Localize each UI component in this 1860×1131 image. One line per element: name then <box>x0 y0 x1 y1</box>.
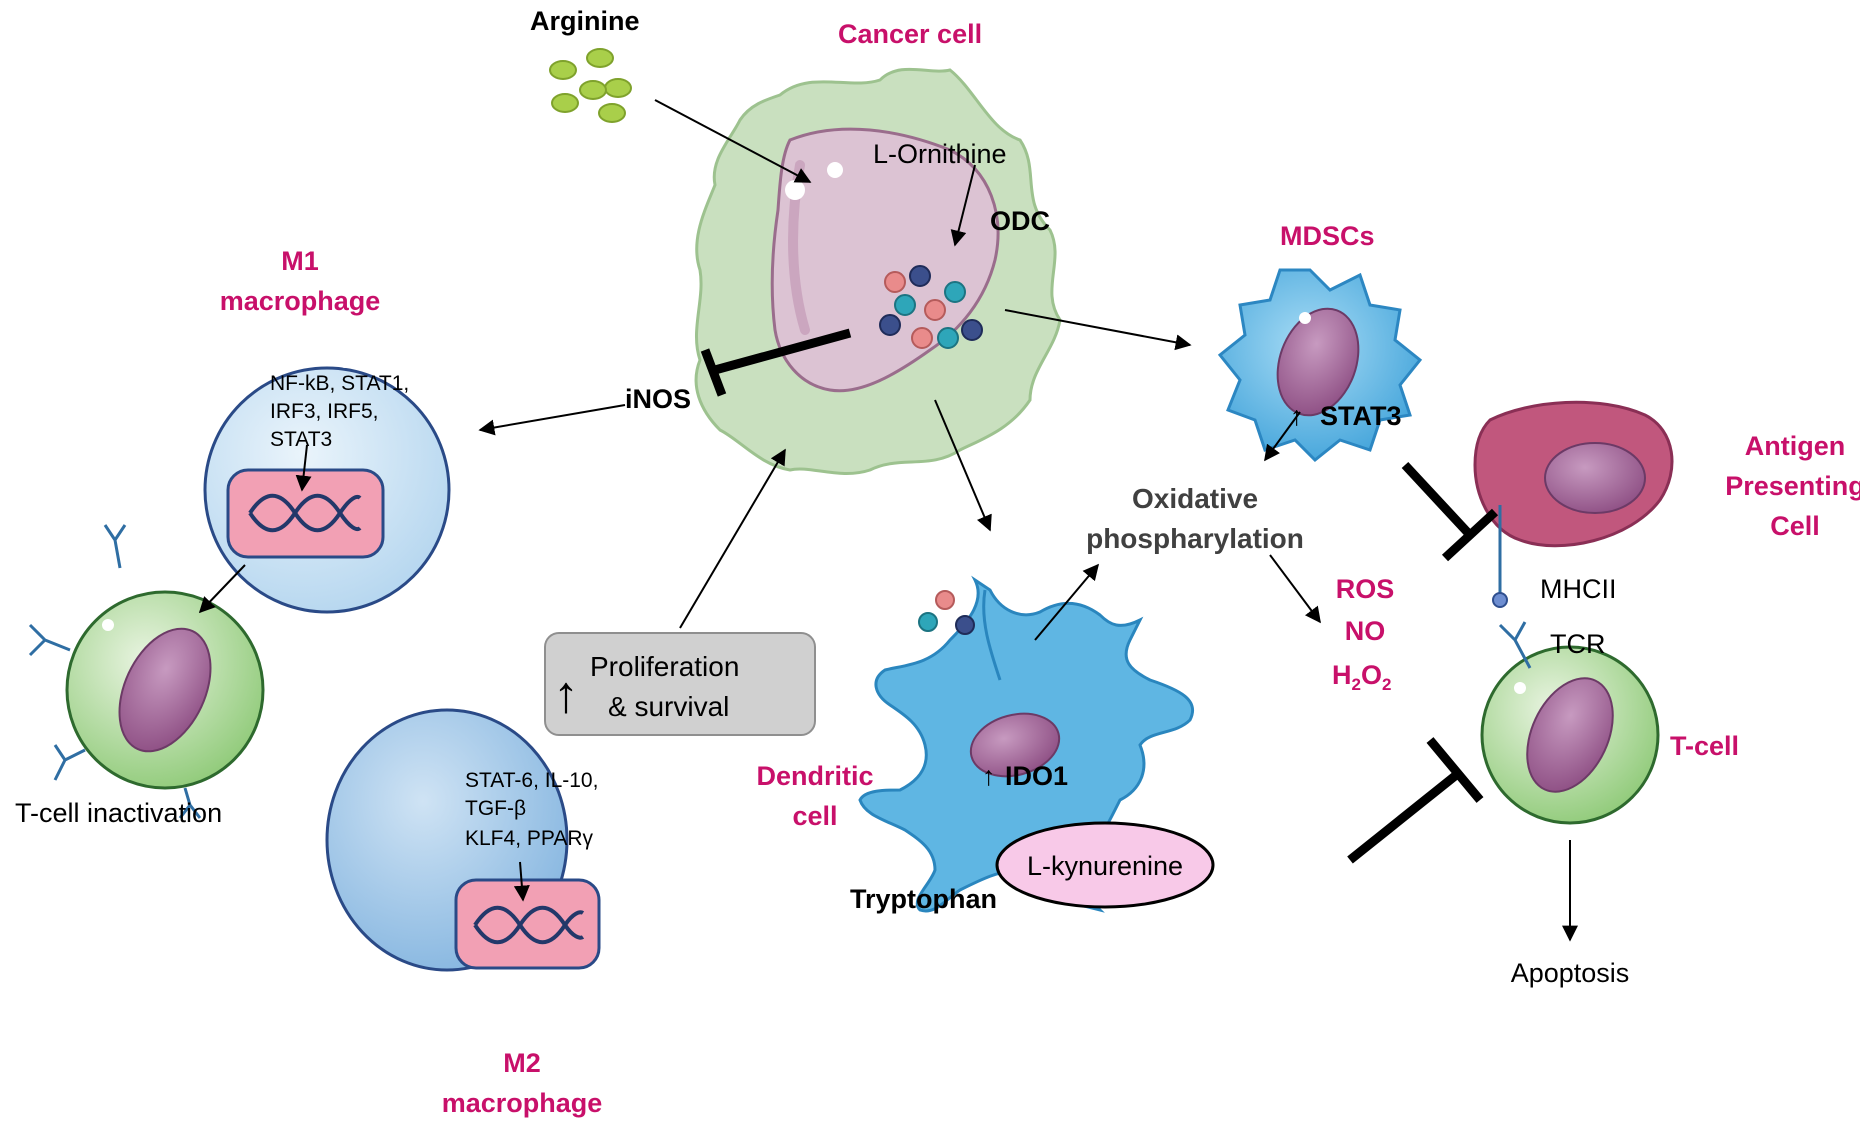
apc-line1: Antigen <box>1745 431 1846 461</box>
dc-up-arrow: ↑ <box>982 761 996 791</box>
apc-line3: Cell <box>1770 511 1820 541</box>
oxphos-line1: Oxidative <box>1132 483 1258 514</box>
m2-macrophage <box>325 708 601 972</box>
inhibitors <box>700 328 1499 864</box>
apoptosis-label: Apoptosis <box>1511 958 1630 988</box>
proliferation-box <box>544 632 816 736</box>
stat3-label: STAT3 <box>1320 401 1402 431</box>
t-cell-left <box>28 524 265 819</box>
l-ornithine-label: L-Ornithine <box>873 139 1007 169</box>
mhcii-label: MHCII <box>1540 574 1617 604</box>
no-label: NO <box>1345 616 1386 646</box>
mdsc-cell <box>1217 268 1423 463</box>
dendritic-line1: Dendritic <box>756 761 873 791</box>
dendritic-line2: cell <box>792 801 837 831</box>
arginine-pellets <box>549 48 632 123</box>
l-kynurenine-ellipse <box>995 821 1215 909</box>
m2-title-line2: macrophage <box>442 1088 603 1118</box>
m1-title-line2: macrophage <box>220 286 381 316</box>
arrows <box>198 99 1578 942</box>
ros-label: ROS <box>1336 574 1395 604</box>
l-kynurenine-label: L-kynurenine <box>1027 851 1183 881</box>
t-cell-inactivation-label: T-cell inactivation <box>15 798 222 828</box>
m2-factor-3: KLF4, PPARγ <box>465 827 593 850</box>
odc-label: ODC <box>990 206 1050 236</box>
arginine-label: Arginine <box>530 6 640 36</box>
mdscs-label: MDSCs <box>1280 221 1375 251</box>
prolif-line1: Proliferation <box>590 651 739 682</box>
mdsc-up-arrow: ↑ <box>1290 401 1304 431</box>
t-cell-right <box>1480 621 1660 825</box>
inos-label: iNOS <box>625 384 691 414</box>
h2o2-label: H2O2 <box>1332 660 1391 694</box>
m1-factor-3: STAT3 <box>270 428 332 451</box>
prolif-line2: & survival <box>608 691 729 722</box>
prolif-up-arrow: ↑ <box>553 666 579 724</box>
m1-title-line1: M1 <box>281 246 319 276</box>
oxphos-line2: phospharylation <box>1086 523 1304 554</box>
apc-cell <box>1473 400 1674 608</box>
apc-line2: Presenting <box>1725 471 1860 501</box>
m1-macrophage <box>203 356 451 614</box>
cancer-cell-label: Cancer cell <box>838 19 982 49</box>
m2-factor-2: TGF-β <box>465 797 526 820</box>
m2-factor-1: STAT-6, IL-10, <box>465 769 598 792</box>
cancer-cell <box>694 67 1062 475</box>
tcr-label: TCR <box>1550 629 1606 659</box>
t-cell-label: T-cell <box>1670 731 1739 761</box>
tryptophan-label: Tryptophan <box>850 884 997 914</box>
ido1-label: IDO1 <box>1005 761 1068 791</box>
m1-factor-1: NF-kB, STAT1, <box>270 372 409 395</box>
m1-factor-2: IRF3, IRF5, <box>270 400 379 423</box>
m2-title-line1: M2 <box>503 1048 541 1078</box>
